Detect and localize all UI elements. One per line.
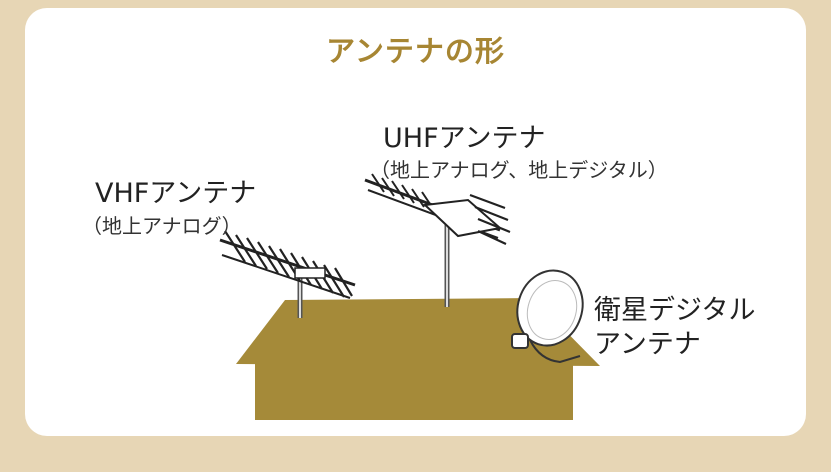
satellite-antenna-label-line1: 衛星デジタル [594, 295, 756, 326]
satellite-dish [511, 269, 584, 364]
satellite-antenna-label-line2: アンテナ [594, 329, 701, 360]
uhf-antenna [364, 173, 511, 307]
house-roof [236, 298, 600, 366]
uhf-antenna-note: （地上アナログ、地上デジタル） [370, 158, 668, 182]
vhf-antenna [219, 230, 356, 318]
house-wall [255, 362, 573, 420]
uhf-antenna-label: UHFアンテナ [383, 123, 546, 154]
house [236, 298, 600, 420]
diagram-title: アンテナの形 [326, 34, 505, 68]
vhf-antenna-note: （地上アナログ） [82, 214, 242, 238]
vhf-antenna-label: VHFアンテナ [95, 178, 257, 209]
